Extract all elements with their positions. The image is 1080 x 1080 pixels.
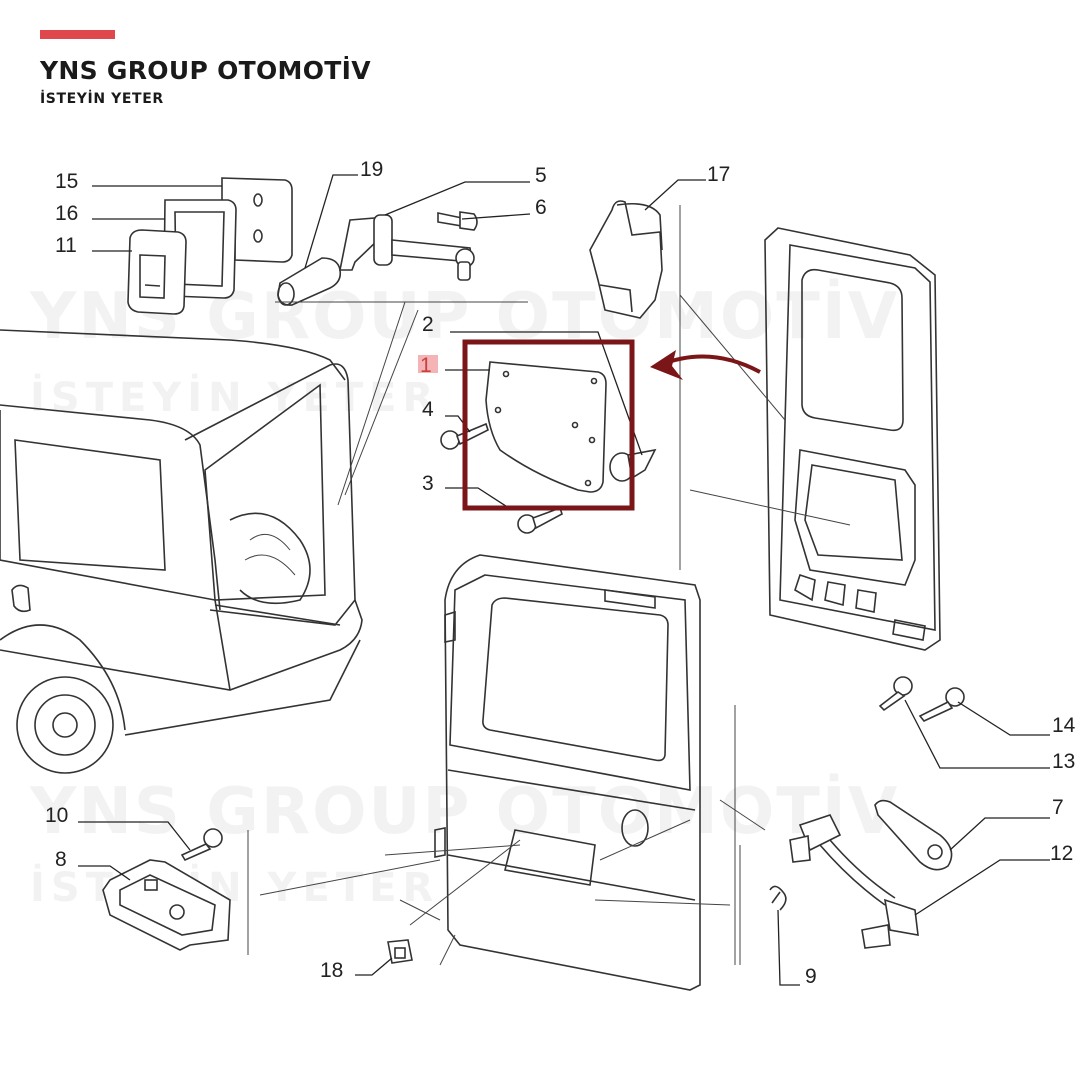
part-14-screw <box>918 687 965 722</box>
callout-7: 7 <box>1052 796 1064 819</box>
callout-17: 17 <box>707 163 730 186</box>
part-18-clip <box>387 939 413 964</box>
callout-13: 13 <box>1052 750 1075 773</box>
callout-1-marker <box>418 355 438 373</box>
part-9-clip <box>769 885 787 911</box>
callout-1: 1 <box>420 354 432 377</box>
callout-11: 11 <box>55 234 77 257</box>
callout-10: 10 <box>45 804 68 827</box>
highlight-arrow <box>659 354 761 374</box>
part-11-handle <box>127 229 187 315</box>
part-5-hinge <box>339 214 475 281</box>
van-illustration <box>0 329 363 774</box>
part-12-check-arm <box>789 814 919 949</box>
inner-door-illustration <box>764 227 941 651</box>
part-15-bracket <box>221 177 293 263</box>
callout-16: 16 <box>55 202 78 225</box>
callout-4: 4 <box>422 398 434 421</box>
callout-19: 19 <box>360 158 383 181</box>
part-1-cover-panel <box>485 361 607 493</box>
callout-5: 5 <box>535 164 547 187</box>
callout-15: 15 <box>55 170 78 193</box>
part-13-screw <box>878 676 913 712</box>
part-10-screw <box>180 828 223 862</box>
callout-2: 2 <box>422 313 434 336</box>
brand-name: YNS GROUP OTOMOTİV <box>40 56 371 85</box>
callout-8: 8 <box>55 848 67 871</box>
callout-14: 14 <box>1052 714 1076 737</box>
part-2-plug <box>609 448 657 482</box>
part-3-screw <box>517 506 563 534</box>
rear-door-illustration <box>434 554 701 991</box>
highlight-box <box>462 339 635 511</box>
callout-9: 9 <box>805 965 817 988</box>
leader-lines <box>78 174 1050 986</box>
callout-6: 6 <box>535 196 547 219</box>
highlight-arrowhead <box>650 350 683 380</box>
brand-tagline: İSTEYİN YETER <box>40 91 164 107</box>
part-6-bolt <box>437 211 478 231</box>
part-8-lock <box>102 859 231 951</box>
watermark-line1-lower: YNS GROUP OTOMOTİV <box>30 775 900 849</box>
part-7-strap <box>874 799 953 871</box>
callout-12: 12 <box>1050 842 1073 865</box>
brand-accent-bar <box>40 30 115 39</box>
watermark-line2-lower: İSTEYİN YETER <box>30 865 440 911</box>
part-17-latch <box>589 200 663 319</box>
watermark-line2: İSTEYİN YETER <box>30 375 440 421</box>
callout-3: 3 <box>422 472 434 495</box>
callout-18: 18 <box>320 959 343 982</box>
part-19-sleeve <box>277 257 342 306</box>
